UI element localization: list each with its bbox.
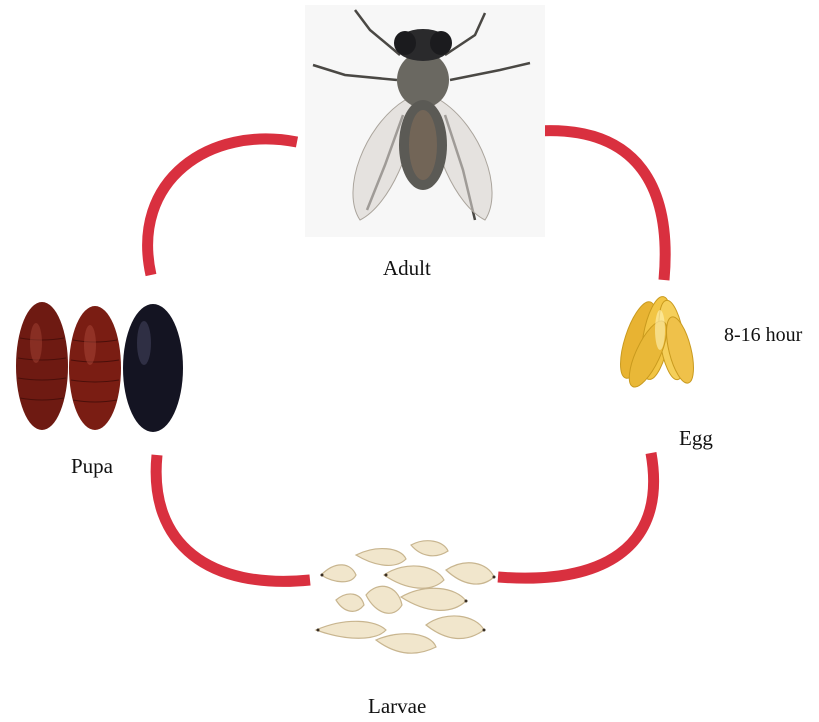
egg-duration-label: 8-16 hour <box>724 325 802 345</box>
egg-label: Egg <box>679 428 713 449</box>
arc-larvae-to-pupa <box>156 455 310 581</box>
pupa-label: Pupa <box>71 456 113 477</box>
arc-adult-to-egg <box>537 131 665 280</box>
house-fly-icon <box>305 5 545 237</box>
adult-label: Adult <box>383 258 431 279</box>
egg-cluster-icon <box>608 280 704 402</box>
larvae-pile-icon <box>306 535 502 663</box>
arc-egg-to-larvae <box>498 453 654 578</box>
pupae-icon <box>10 298 190 438</box>
larvae-label: Larvae <box>368 696 426 717</box>
arc-pupa-to-adult <box>148 139 297 275</box>
